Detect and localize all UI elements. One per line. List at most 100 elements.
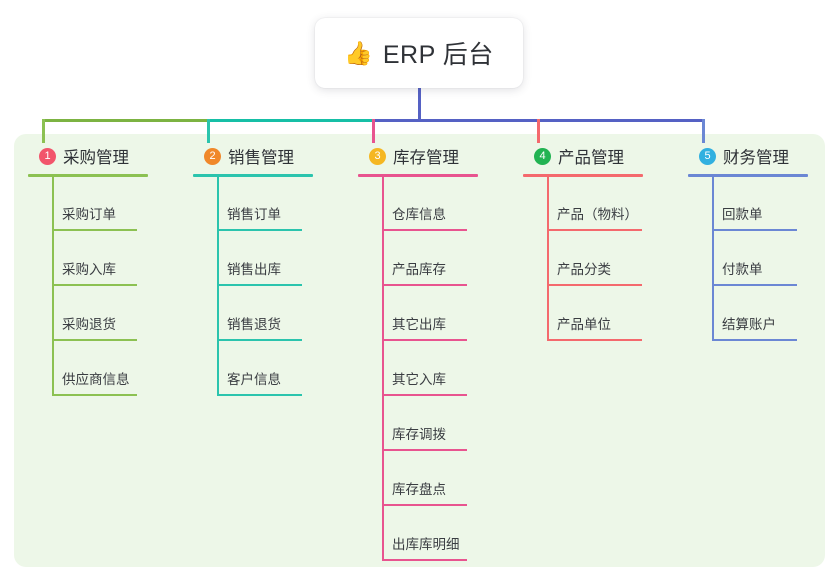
list-item[interactable]: 客户信息 [193, 342, 338, 397]
branch-badge-1: 1 [39, 147, 56, 165]
list-item[interactable]: 产品单位 [523, 287, 668, 342]
list-item[interactable]: 付款单 [688, 232, 818, 287]
list-item[interactable]: 回款单 [688, 177, 818, 232]
list-item[interactable]: 供应商信息 [28, 342, 173, 397]
item-label: 产品库存 [392, 262, 446, 277]
item-label: 仓库信息 [392, 207, 446, 222]
branch-header-4[interactable]: 4 产品管理 [523, 143, 668, 169]
root-node-erp-backend[interactable]: 👍 ERP 后台 [315, 18, 523, 88]
branch-stub-5 [702, 119, 705, 143]
list-item[interactable]: 结算账户 [688, 287, 818, 342]
item-rule [217, 394, 302, 396]
list-item[interactable]: 其它入库 [358, 342, 503, 397]
list-item[interactable]: 采购订单 [28, 177, 173, 232]
item-label: 结算账户 [722, 317, 776, 332]
root-stem [418, 88, 421, 122]
item-rule [217, 284, 302, 286]
item-label: 库存调拨 [392, 427, 446, 442]
list-item[interactable]: 销售订单 [193, 177, 338, 232]
list-item[interactable]: 产品库存 [358, 232, 503, 287]
branch-trunk-1 [52, 177, 54, 395]
item-rule [52, 394, 137, 396]
branch-3: 3 库存管理仓库信息产品库存其它出库其它入库库存调拨库存盘点出库库明细 [358, 143, 503, 562]
branch-rule-2 [193, 174, 313, 177]
list-item[interactable]: 库存盘点 [358, 452, 503, 507]
branch-trunk-2 [217, 177, 219, 395]
list-item[interactable]: 产品分类 [523, 232, 668, 287]
branch-badge-5: 5 [699, 147, 716, 165]
list-item[interactable]: 仓库信息 [358, 177, 503, 232]
branch-stub-3 [372, 119, 375, 143]
branch-rule-4 [523, 174, 643, 177]
branch-items-3: 仓库信息产品库存其它出库其它入库库存调拨库存盘点出库库明细 [358, 177, 503, 562]
item-label: 产品（物料） [557, 207, 638, 222]
item-label: 销售出库 [227, 262, 281, 277]
branch-trunk-3 [382, 177, 384, 560]
branch-trunk-5 [712, 177, 714, 340]
branch-title-3: 库存管理 [393, 149, 459, 167]
list-item[interactable]: 采购退货 [28, 287, 173, 342]
item-rule [712, 284, 797, 286]
list-item[interactable]: 出库库明细 [358, 507, 503, 562]
item-rule [547, 229, 642, 231]
branch-badge-4: 4 [534, 147, 551, 165]
list-item[interactable]: 采购入库 [28, 232, 173, 287]
item-rule [217, 229, 302, 231]
branch-title-4: 产品管理 [558, 149, 624, 167]
item-rule [52, 284, 137, 286]
item-rule [712, 229, 797, 231]
item-rule [382, 284, 467, 286]
item-label: 采购订单 [62, 207, 116, 222]
list-item[interactable]: 销售退货 [193, 287, 338, 342]
branch-header-5[interactable]: 5 财务管理 [688, 143, 818, 169]
item-rule [547, 339, 642, 341]
branch-5: 5 财务管理回款单付款单结算账户 [688, 143, 818, 342]
item-label: 供应商信息 [62, 372, 130, 387]
item-rule [382, 449, 467, 451]
item-label: 销售退货 [227, 317, 281, 332]
thumbs-up-icon: 👍 [344, 39, 373, 66]
branch-items-4: 产品（物料） 产品分类产品单位 [523, 177, 668, 342]
branch-4: 4 产品管理产品（物料） 产品分类产品单位 [523, 143, 668, 342]
item-rule [52, 339, 137, 341]
item-label: 出库库明细 [392, 537, 460, 552]
branch-header-1[interactable]: 1 采购管理 [28, 143, 173, 169]
item-label: 产品分类 [557, 262, 611, 277]
branch-stub-2 [207, 119, 210, 143]
item-label: 产品单位 [557, 317, 611, 332]
branches-panel [14, 134, 825, 567]
item-label: 库存盘点 [392, 482, 446, 497]
branch-items-1: 采购订单采购入库采购退货供应商信息 [28, 177, 173, 397]
branch-title-2: 销售管理 [228, 149, 294, 167]
branch-title-1: 采购管理 [63, 149, 129, 167]
root-node-label: ERP 后台 [382, 41, 494, 69]
list-item[interactable]: 其它出库 [358, 287, 503, 342]
item-label: 其它出库 [392, 317, 446, 332]
branch-rule-3 [358, 174, 478, 177]
branch-header-2[interactable]: 2 销售管理 [193, 143, 338, 169]
branch-1: 1 采购管理采购订单采购入库采购退货供应商信息 [28, 143, 173, 397]
branch-2: 2 销售管理销售订单销售出库销售退货客户信息 [193, 143, 338, 397]
item-rule [712, 339, 797, 341]
branch-badge-2: 2 [204, 147, 221, 165]
item-rule [382, 559, 467, 561]
branch-header-3[interactable]: 3 库存管理 [358, 143, 503, 169]
branch-stub-4 [537, 119, 540, 143]
item-label: 销售订单 [227, 207, 281, 222]
list-item[interactable]: 库存调拨 [358, 397, 503, 452]
item-rule [382, 229, 467, 231]
item-rule [52, 229, 137, 231]
branch-stub-1 [42, 119, 45, 143]
item-rule [382, 339, 467, 341]
bus-segment-green [42, 119, 207, 122]
list-item[interactable]: 销售出库 [193, 232, 338, 287]
bus-segment-teal [207, 119, 372, 122]
item-rule [217, 339, 302, 341]
branch-trunk-4 [547, 177, 549, 340]
branch-badge-3: 3 [369, 147, 386, 165]
item-label: 其它入库 [392, 372, 446, 387]
list-item[interactable]: 产品（物料） [523, 177, 668, 232]
item-label: 付款单 [722, 262, 763, 277]
branch-title-5: 财务管理 [723, 149, 789, 167]
